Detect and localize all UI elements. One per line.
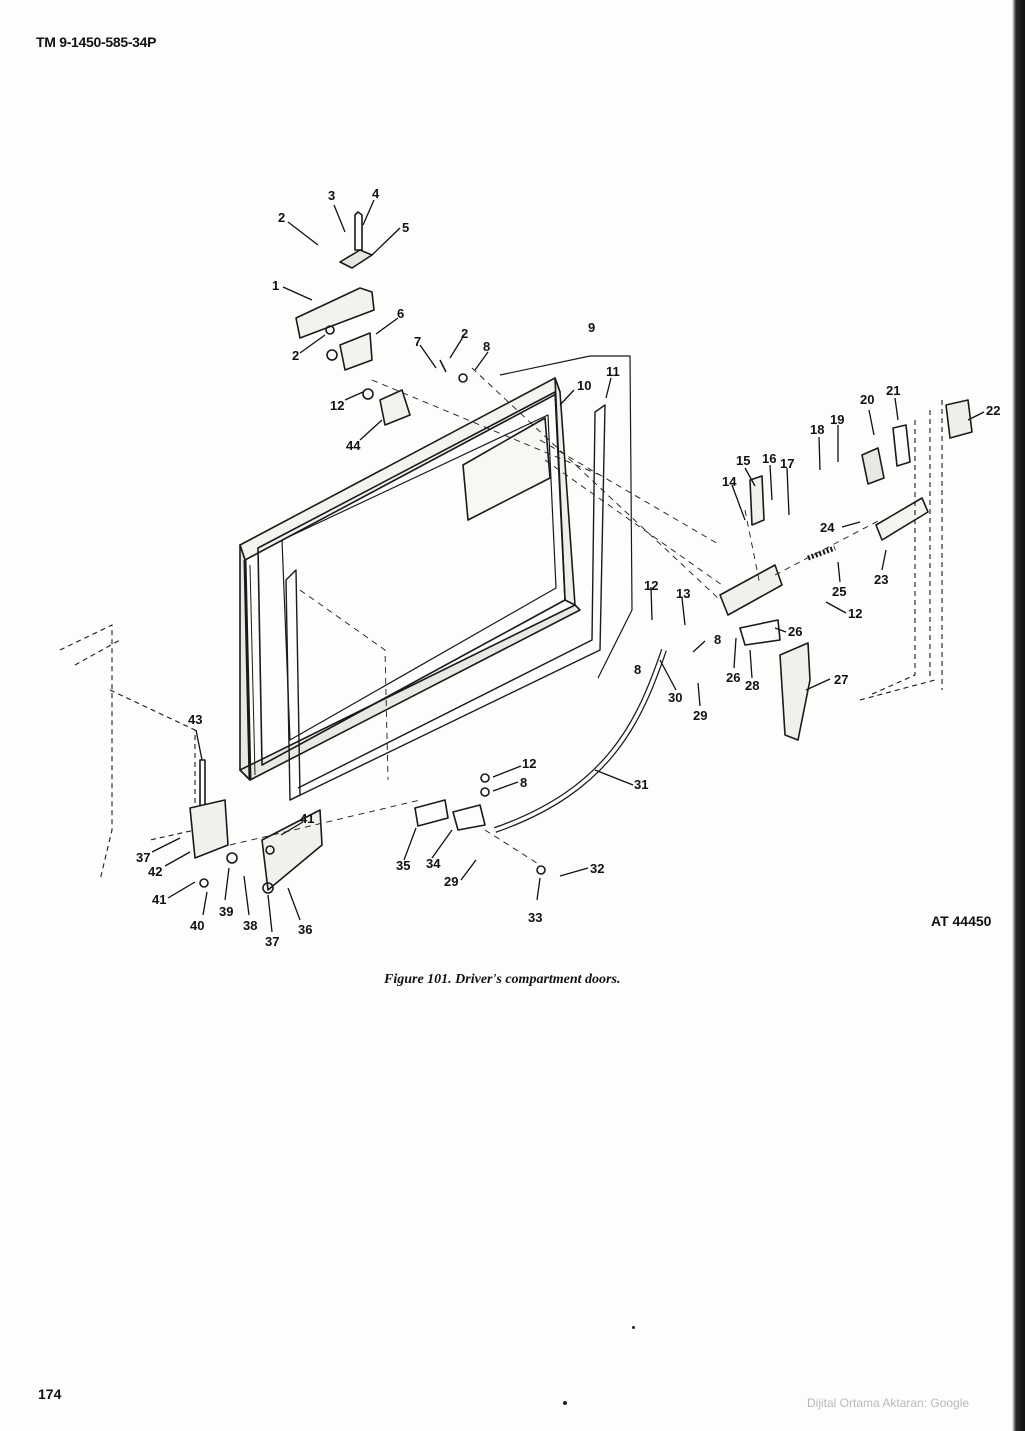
callout-29b: 29 bbox=[444, 874, 458, 889]
callout-41b: 41 bbox=[152, 892, 166, 907]
callout-21: 21 bbox=[886, 383, 900, 398]
callout-8d: 8 bbox=[520, 775, 527, 790]
document-id: TM 9-1450-585-34P bbox=[36, 34, 157, 50]
channel-seal bbox=[285, 404, 606, 801]
callout-19: 19 bbox=[830, 412, 844, 427]
callout-8c: 8 bbox=[634, 662, 641, 677]
mounting-plate bbox=[462, 417, 551, 521]
callout-32: 32 bbox=[590, 861, 604, 876]
scan-speck bbox=[632, 1326, 635, 1329]
callout-8b: 8 bbox=[714, 632, 721, 647]
callout-33: 33 bbox=[528, 910, 542, 925]
callout-6: 6 bbox=[397, 306, 404, 321]
door-jamb-left bbox=[59, 624, 196, 881]
callout-41a: 41 bbox=[300, 811, 314, 826]
callout-23: 23 bbox=[874, 572, 888, 587]
callout-13: 13 bbox=[676, 586, 690, 601]
callout-2a: 2 bbox=[278, 210, 285, 225]
callout-22: 22 bbox=[986, 403, 1000, 418]
page-number: 174 bbox=[38, 1386, 62, 1402]
callout-leaders bbox=[151, 199, 985, 933]
callout-8a: 8 bbox=[483, 339, 490, 354]
callout-20: 20 bbox=[860, 392, 874, 407]
check-cable bbox=[494, 649, 667, 833]
callout-1: 1 bbox=[272, 278, 279, 293]
callout-17: 17 bbox=[780, 456, 794, 471]
callout-12d: 12 bbox=[522, 756, 536, 771]
upper-hinge bbox=[295, 211, 468, 426]
callout-24: 24 bbox=[820, 520, 835, 535]
callout-40: 40 bbox=[190, 918, 204, 933]
callout-12a: 12 bbox=[330, 398, 344, 413]
callout-14: 14 bbox=[722, 474, 737, 489]
figure-code: AT 44450 bbox=[931, 913, 992, 929]
watermark: Dijital Ortama Aktaran: Google bbox=[807, 1396, 970, 1410]
callout-34: 34 bbox=[426, 856, 441, 871]
scan-speck bbox=[563, 1401, 567, 1405]
callout-31: 31 bbox=[634, 777, 648, 792]
callout-9: 9 bbox=[588, 320, 595, 335]
door-frame bbox=[239, 377, 581, 781]
latch-assembly bbox=[719, 399, 973, 741]
callout-numbers: 1 2 3 4 5 2 6 7 2 8 9 2 12 44 10 11 20 2… bbox=[136, 186, 1000, 949]
callout-42: 42 bbox=[148, 864, 162, 879]
callout-27: 27 bbox=[834, 672, 848, 687]
figure-caption: Figure 101. Driver's compartment doors. bbox=[384, 972, 621, 987]
callout-28: 28 bbox=[745, 678, 759, 693]
callout-16: 16 bbox=[762, 451, 776, 466]
callout-35: 35 bbox=[396, 858, 410, 873]
callout-7: 7 bbox=[414, 334, 421, 349]
callout-2b: 2 bbox=[292, 348, 299, 363]
callout-44: 44 bbox=[346, 438, 361, 453]
assembly-lines bbox=[229, 367, 881, 866]
callout-26a: 26 bbox=[788, 624, 802, 639]
callout-38: 38 bbox=[243, 918, 257, 933]
callout-26b: 26 bbox=[726, 670, 740, 685]
lower-hinge bbox=[189, 759, 546, 894]
callout-43: 43 bbox=[188, 712, 202, 727]
callout-25: 25 bbox=[832, 584, 846, 599]
callout-10: 10 bbox=[577, 378, 591, 393]
callout-2c: 2 bbox=[461, 326, 468, 341]
callout-12c: 12 bbox=[644, 578, 658, 593]
callout-29a: 29 bbox=[693, 708, 707, 723]
callout-3: 3 bbox=[328, 188, 335, 203]
callout-39: 39 bbox=[219, 904, 233, 919]
callout-12b: 12 bbox=[848, 606, 862, 621]
callout-37b: 37 bbox=[265, 934, 279, 949]
callout-30: 30 bbox=[668, 690, 682, 705]
callout-18: 18 bbox=[810, 422, 824, 437]
callout-11: 11 bbox=[606, 364, 620, 379]
callout-4: 4 bbox=[372, 186, 380, 201]
callout-5: 5 bbox=[402, 220, 409, 235]
callout-15: 15 bbox=[736, 453, 750, 468]
callout-37a: 37 bbox=[136, 850, 150, 865]
page-binding-edge bbox=[1012, 0, 1025, 1431]
door-jamb-right bbox=[859, 400, 943, 701]
callout-36: 36 bbox=[298, 922, 312, 937]
leader-9 bbox=[499, 355, 633, 679]
